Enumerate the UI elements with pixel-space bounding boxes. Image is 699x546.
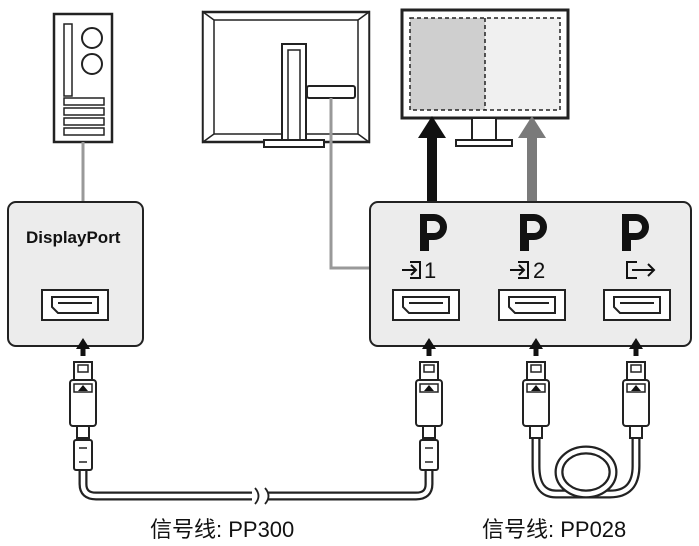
output-dp-port <box>603 289 671 321</box>
dp-plug-icon <box>69 337 97 439</box>
cable-pp300-right-core <box>268 470 432 499</box>
pc-tower-icon <box>52 12 114 144</box>
input-arrow-icon <box>402 261 421 279</box>
cable-coil-core <box>556 447 616 497</box>
cable-break-mark <box>254 487 270 505</box>
upward-arrow-icon <box>518 116 546 206</box>
cable-pp300-caption: 信号线: PP300 <box>150 517 295 542</box>
upward-arrow-icon <box>418 116 446 206</box>
source-port-panel <box>7 201 144 347</box>
monitor-back-icon <box>201 10 371 148</box>
ferrite-core-icon <box>419 439 439 471</box>
input1-dp-port <box>392 289 460 321</box>
ferrite-core-icon <box>73 439 93 471</box>
input-arrow-icon <box>510 261 529 279</box>
monitor-front-icon <box>400 8 570 147</box>
monitor-link-line <box>329 98 372 270</box>
input1-number: 1 <box>424 258 437 283</box>
cable-pp300-left-core <box>80 470 252 499</box>
dp-plug-icon <box>415 337 443 439</box>
source-port-label: DisplayPort <box>26 228 121 247</box>
cable-pp300-left <box>78 470 252 501</box>
cable-pp300-right <box>268 470 434 501</box>
output-arrow-icon <box>626 261 656 279</box>
dp-plug-icon <box>622 337 650 439</box>
input2-dp-port <box>498 289 566 321</box>
cable-pp028-caption: 信号线: PP028 <box>482 517 627 542</box>
dp-plug-icon <box>522 337 550 439</box>
source-dp-port <box>41 289 109 321</box>
input2-number: 2 <box>533 258 546 283</box>
